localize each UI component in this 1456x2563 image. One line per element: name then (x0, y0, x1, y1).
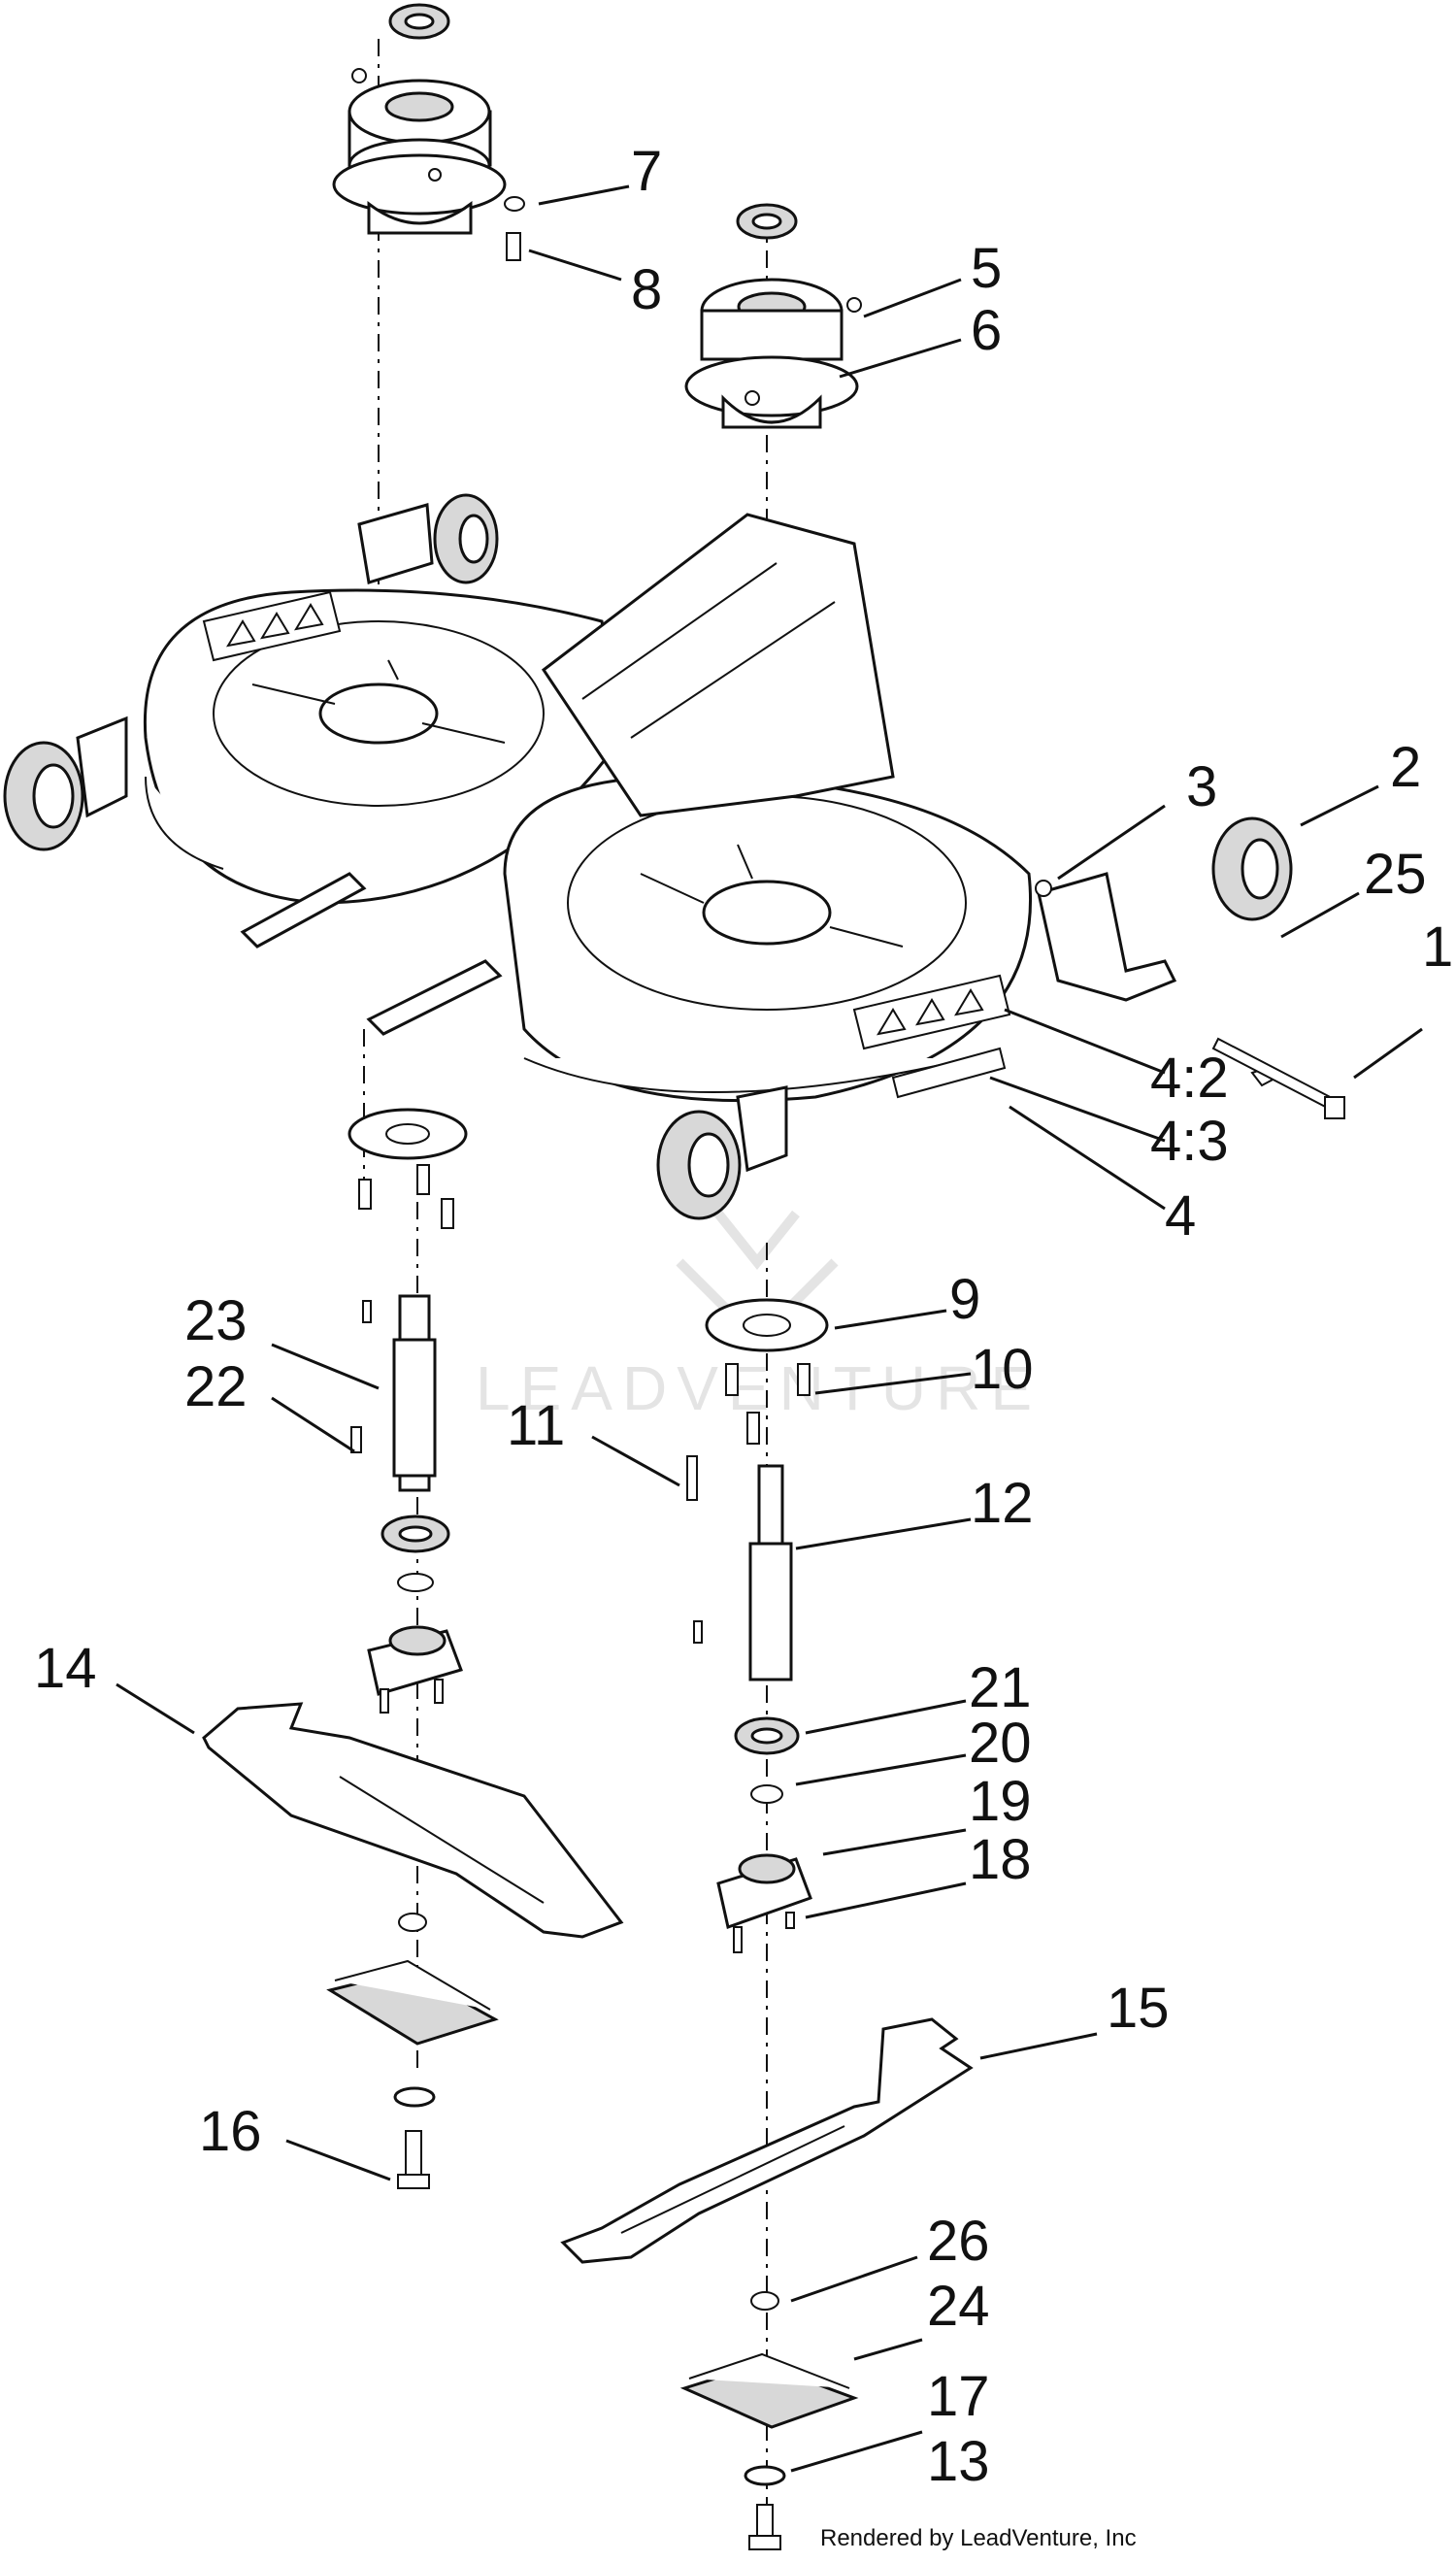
leader-lines (116, 184, 1423, 2473)
callout-8: 8 (631, 258, 662, 321)
bolts-10 (725, 1363, 811, 1445)
wheel-2 (1211, 816, 1293, 921)
callout-5: 5 (971, 237, 1002, 300)
snap-ring-left (397, 1573, 434, 1592)
blade-adapter-left (326, 1959, 499, 2046)
snap-ring-20 (750, 1784, 783, 1804)
callout-9: 9 (949, 1268, 980, 1331)
blade-adapter-24 (679, 2352, 859, 2429)
callout-16: 16 (199, 2100, 262, 2163)
callout-22: 22 (184, 1355, 248, 1418)
decal-front-4-3 (891, 1047, 1007, 1099)
wheel-right-front (656, 1085, 788, 1220)
bolt-18 (785, 1912, 795, 1929)
callout-19: 19 (969, 1770, 1032, 1833)
bolt-1 (1211, 1037, 1345, 1119)
callout-26: 26 (927, 2210, 990, 2273)
washer-17 (744, 2465, 786, 2486)
callout-6: 6 (971, 299, 1002, 362)
callout-2: 2 (1390, 736, 1421, 799)
callout-1: 1 (1422, 915, 1453, 979)
callout-25: 25 (1364, 843, 1427, 906)
callout-21: 21 (969, 1656, 1032, 1719)
left-bearing-top (388, 3, 450, 40)
nut-left-lower (398, 1913, 427, 1932)
spindle-base-19 (716, 1853, 812, 1953)
bolt-13 (748, 2504, 781, 2550)
bolt-8 (506, 232, 521, 261)
washer-left-lower (393, 2086, 436, 2108)
blade-15 (560, 2017, 974, 2264)
bolt-16 (397, 2130, 430, 2189)
callout-4-2: 4:2 (1150, 1047, 1229, 1110)
bolts-10-left (358, 1164, 454, 1229)
callout-15: 15 (1107, 1977, 1170, 2040)
key-22 (350, 1426, 362, 1453)
callout-3: 3 (1186, 755, 1217, 818)
callout-7: 7 (631, 140, 662, 203)
decal-right-4-2 (852, 974, 1011, 1050)
caster-bracket-3 (1035, 872, 1177, 1002)
callout-18: 18 (969, 1828, 1032, 1891)
wheel-left-front (3, 716, 128, 851)
callout-10: 10 (971, 1338, 1034, 1401)
key-11 (686, 1455, 698, 1501)
callout-17: 17 (927, 2365, 990, 2428)
flange-9-left (347, 1108, 468, 1160)
callout-labels: 7 8 5 6 3 2 25 1 4:2 4:3 4 9 10 11 12 21… (34, 140, 1453, 2493)
callout-12: 12 (971, 1472, 1034, 1535)
blade-14 (202, 1702, 624, 1939)
mower-deck (143, 513, 1032, 1103)
spindle-shaft-12 (693, 1464, 793, 1681)
nut-26 (750, 2291, 779, 2311)
callout-4: 4 (1165, 1184, 1196, 1248)
right-spindle-housing (684, 278, 862, 429)
bearing-21 (734, 1716, 800, 1755)
callout-4-3: 4:3 (1150, 1110, 1229, 1173)
spindle-shaft-23 (362, 1294, 437, 1492)
spindle-base-left (367, 1625, 463, 1714)
callout-13: 13 (927, 2430, 990, 2493)
left-spindle-housing (332, 68, 507, 235)
wheel-left-rear (357, 493, 499, 584)
callout-14: 14 (34, 1637, 97, 1700)
callout-24: 24 (927, 2275, 990, 2338)
flange-9 (705, 1298, 829, 1352)
right-bearing-top (736, 203, 798, 240)
callout-23: 23 (184, 1289, 248, 1352)
bearing-left-lower (381, 1514, 450, 1553)
callout-11: 11 (507, 1394, 565, 1457)
washer-7 (504, 196, 525, 212)
decal-left (202, 590, 342, 662)
render-credit: Rendered by LeadVenture, Inc (820, 2525, 1137, 2551)
callout-20: 20 (969, 1712, 1032, 1775)
